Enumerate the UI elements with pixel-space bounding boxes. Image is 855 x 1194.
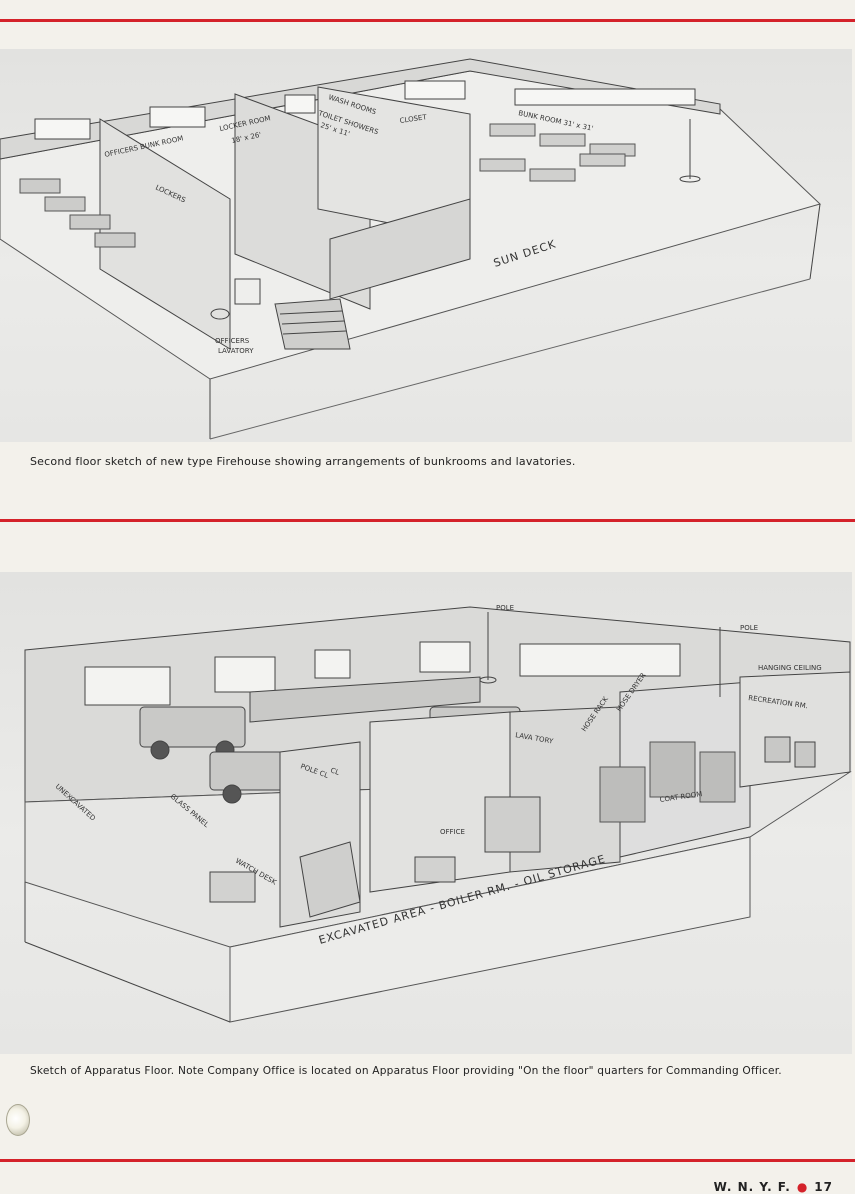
top-rule bbox=[0, 19, 855, 22]
label-cl: CL bbox=[329, 766, 340, 777]
bottom-rule bbox=[0, 1159, 855, 1162]
label-pole-2: POLE bbox=[740, 624, 758, 632]
second-floor-drawing: OFFICERS BUNK ROOM LOCKERS LOCKER ROOM 1… bbox=[0, 58, 821, 440]
footer-bullet: ● bbox=[796, 1180, 809, 1194]
apparatus-floor-sketch: POLE POLE HANGING CEILING RECREATION RM.… bbox=[0, 572, 852, 1054]
label-pole-1: POLE bbox=[496, 604, 514, 612]
second-floor-sketch: OFFICERS BUNK ROOM LOCKERS LOCKER ROOM 1… bbox=[0, 49, 852, 442]
label-hanging-ceiling: HANGING CEILING bbox=[758, 664, 822, 672]
label-closet: CLOSET bbox=[399, 113, 428, 125]
label-officers-lavatory-2: LAVATORY bbox=[218, 347, 254, 355]
apparatus-floor-drawing: POLE POLE HANGING CEILING RECREATION RM.… bbox=[24, 604, 852, 1023]
page-footer: W. N. Y. F. ● 17 bbox=[714, 1180, 833, 1194]
page-number: 17 bbox=[814, 1180, 833, 1194]
publication-name: W. N. Y. F. bbox=[713, 1180, 791, 1194]
label-officers-lavatory-1: OFFICERS bbox=[215, 337, 250, 345]
label-office: OFFICE bbox=[440, 828, 465, 836]
binder-hole-bottom bbox=[6, 1104, 30, 1136]
bottom-figure-caption: Sketch of Apparatus Floor. Note Company … bbox=[30, 1065, 782, 1077]
middle-rule bbox=[0, 519, 855, 522]
top-figure-caption: Second floor sketch of new type Firehous… bbox=[30, 455, 576, 468]
